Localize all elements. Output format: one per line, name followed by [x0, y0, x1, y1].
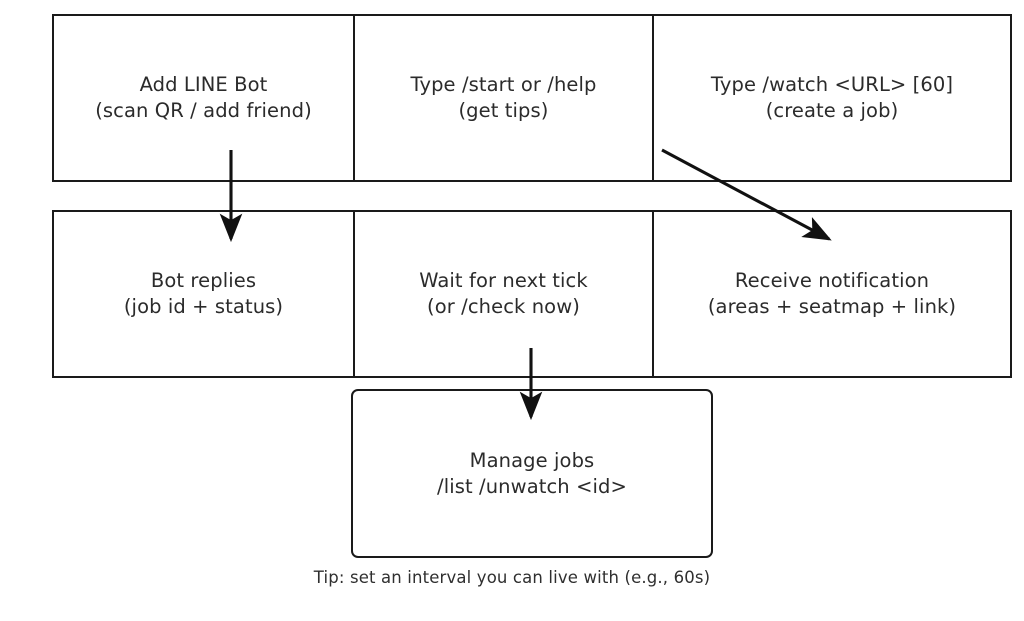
flow-box-add-line-bot[interactable]: Add LINE Bot (scan QR / add friend): [52, 14, 355, 182]
flow-box-add-line-bot-label: Add LINE Bot (scan QR / add friend): [95, 73, 312, 122]
flow-box-bot-replies-label: Bot replies (job id + status): [123, 269, 284, 318]
flow-box-type-start-or-help[interactable]: Type /start or /help (get tips): [353, 14, 654, 182]
tip-caption: Tip: set an interval you can live with (…: [313, 568, 711, 587]
flow-box-wait-for-next-tick-label: Wait for next tick (or /check now): [419, 269, 588, 318]
flow-box-bot-replies[interactable]: Bot replies (job id + status): [52, 210, 355, 378]
flow-box-manage-jobs-label: Manage jobs /list /unwatch <id>: [437, 448, 627, 498]
flow-box-manage-jobs[interactable]: Manage jobs /list /unwatch <id>: [351, 389, 713, 558]
flow-box-receive-notification-label: Receive notification (areas + seatmap + …: [707, 269, 957, 318]
flow-box-type-watch-url[interactable]: Type /watch <URL> [60] (create a job): [652, 14, 1012, 182]
flow-box-type-start-or-help-label: Type /start or /help (get tips): [410, 73, 597, 122]
flow-box-receive-notification[interactable]: Receive notification (areas + seatmap + …: [652, 210, 1012, 378]
flow-box-wait-for-next-tick[interactable]: Wait for next tick (or /check now): [353, 210, 654, 378]
flow-box-type-watch-url-label: Type /watch <URL> [60] (create a job): [710, 73, 954, 122]
